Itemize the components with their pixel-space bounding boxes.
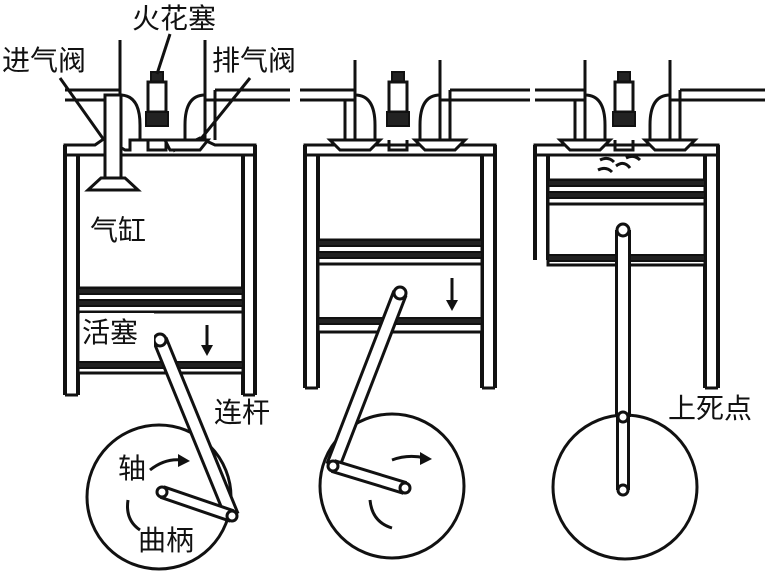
engine-1-cylinder-head [63, 136, 257, 157]
engine-2-cylinder-head [303, 138, 497, 157]
leader-intake-valve [58, 77, 106, 141]
engine-3-connecting-rod [615, 222, 631, 417]
engine-1-rotation-arrow-icon [126, 454, 190, 532]
engine-1-exhaust-valve [162, 138, 212, 152]
engine-2 [300, 60, 530, 560]
engine-3-spark-icon [597, 154, 642, 174]
engine-1-spark-plug [145, 71, 169, 152]
engine-3-manifold [535, 60, 765, 140]
label-top-dead-center: 上死点 [668, 392, 752, 425]
label-piston-bg [80, 313, 154, 349]
engine-1-crank-arm [155, 485, 239, 523]
engine-2-crank-arm [326, 459, 412, 495]
engine-1-intake-valve [84, 93, 142, 192]
engine-3-cylinder-head [533, 138, 720, 157]
label-cylinder: 气缸 [90, 214, 146, 247]
leader-spark-plug [155, 33, 172, 75]
leader-exhaust-valve [198, 77, 252, 141]
engine-1-manifold [65, 40, 290, 140]
engine-2-rotation-arrow-icon [368, 452, 432, 530]
engine-2-down-arrow-icon [446, 278, 458, 311]
engine-2-connecting-rod [325, 285, 408, 469]
label-connecting-rod: 连杆 [214, 396, 270, 429]
engine-1 [63, 40, 290, 571]
label-crank: 曲柄 [138, 524, 194, 557]
label-piston: 活塞 [82, 316, 138, 349]
engine-2-manifold [300, 60, 530, 140]
engine-1-connecting-rod [152, 332, 240, 520]
engine-3-spark-plug [612, 71, 636, 152]
engine-1-down-arrow-icon [201, 325, 213, 356]
label-exhaust-valve: 排气阀 [212, 44, 296, 77]
label-intake-valve: 进气阀 [2, 44, 86, 77]
engine-3-crank-arm [616, 410, 630, 497]
label-shaft: 轴 [118, 452, 146, 485]
engine-2-spark-plug [386, 71, 410, 152]
label-spark-plug: 火花塞 [132, 2, 216, 35]
engine-3 [533, 60, 765, 561]
